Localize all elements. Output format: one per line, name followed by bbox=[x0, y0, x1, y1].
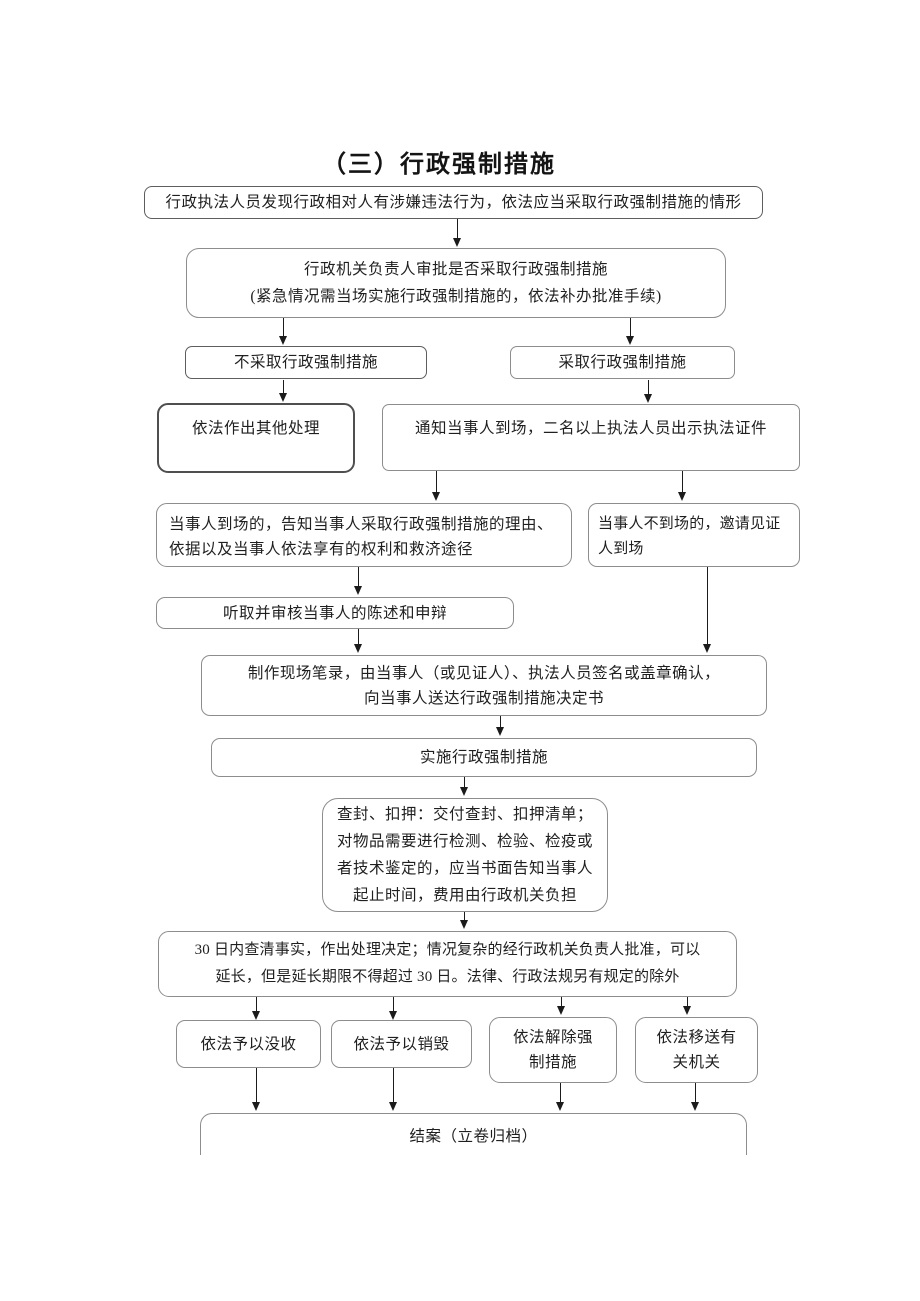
arrow-implement-to-seizure bbox=[460, 777, 469, 796]
flow-node-destroy: 依法予以销毁 bbox=[331, 1020, 472, 1068]
flow-node-no-measures-text: 不采取行政强制措施 bbox=[233, 354, 378, 371]
flow-node-seizure-line2: 对物品需要进行检测、检验、检疫或 bbox=[336, 833, 593, 850]
flow-node-seizure: 查封、扣押：交付查封、扣押清单； 对物品需要进行检测、检验、检疫或 者技术鉴定的… bbox=[322, 798, 608, 912]
arrow-seizure-to-decision bbox=[460, 912, 469, 929]
flow-node-transfer: 依法移送有 关机关 bbox=[635, 1017, 758, 1083]
arrow-lift-to-close bbox=[556, 1083, 565, 1111]
arrow-decision-to-lift bbox=[557, 997, 566, 1015]
flow-node-other-handling-text: 依法作出其他处理 bbox=[191, 420, 320, 437]
flow-node-seizure-line3: 者技术鉴定的，应当书面告知当事人 bbox=[336, 860, 593, 877]
arrow-decision-to-confiscate bbox=[252, 997, 261, 1020]
arrow-approval-to-no-measures bbox=[279, 318, 288, 345]
flow-node-take-measures-text: 采取行政强制措施 bbox=[558, 354, 687, 371]
flow-node-seizure-line4: 起止时间，费用由行政机关负担 bbox=[352, 887, 577, 904]
arrow-approval-to-take-measures bbox=[626, 318, 635, 345]
flow-node-hear-statement: 听取并审核当事人的陈述和申辩 bbox=[156, 597, 514, 629]
flow-node-approval: 行政机关负责人审批是否采取行政强制措施 (紧急情况需当场实施行政强制措施的，依法… bbox=[186, 248, 726, 318]
arrow-destroy-to-close bbox=[389, 1068, 398, 1111]
flow-node-notify-party: 通知当事人到场，二名以上执法人员出示执法证件 bbox=[382, 404, 800, 471]
flow-node-confiscate: 依法予以没收 bbox=[176, 1020, 321, 1068]
flow-node-seizure-line1: 查封、扣押：交付查封、扣押清单； bbox=[336, 806, 593, 823]
flow-node-site-record-line1: 制作现场笔录，由当事人（或见证人）、执法人员签名或盖章确认， bbox=[247, 664, 721, 682]
arrow-decision-to-destroy bbox=[389, 997, 398, 1020]
arrow-party-present-to-hear bbox=[354, 567, 363, 595]
flow-node-approval-line1: 行政机关负责人审批是否采取行政强制措施 bbox=[303, 261, 608, 278]
flow-node-party-absent: 当事人不到场的，邀请见证 人到场 bbox=[588, 503, 800, 567]
flow-node-destroy-text: 依法予以销毁 bbox=[353, 1035, 450, 1053]
flow-node-hear-statement-text: 听取并审核当事人的陈述和申辩 bbox=[222, 604, 447, 622]
arrow-hear-to-record bbox=[354, 629, 363, 653]
flow-node-party-absent-line2: 人到场 bbox=[598, 541, 644, 557]
arrow-notify-to-party-absent bbox=[678, 471, 687, 501]
page-title: （三）行政强制措施 bbox=[322, 152, 556, 178]
flow-node-lift-measures: 依法解除强 制措施 bbox=[489, 1017, 617, 1083]
flow-node-transfer-line2: 关机关 bbox=[672, 1054, 721, 1071]
flow-node-decision-30days-line2: 延长，但是延长期限不得超过 30 日。法律、行政法规另有规定的除外 bbox=[215, 969, 680, 985]
flow-node-start-text: 行政执法人员发现行政相对人有涉嫌违法行为，依法应当采取行政强制措施的情形 bbox=[165, 194, 742, 211]
arrow-transfer-to-close bbox=[691, 1083, 700, 1111]
flow-node-lift-measures-line1: 依法解除强 bbox=[512, 1029, 593, 1046]
flow-node-party-present: 当事人到场的，告知当事人采取行政强制措施的理由、 依据以及当事人依法享有的权利和… bbox=[156, 503, 572, 567]
flow-node-close-case: 结案（立卷归档） bbox=[200, 1113, 747, 1155]
flow-node-transfer-line1: 依法移送有 bbox=[656, 1029, 737, 1046]
flow-node-implement: 实施行政强制措施 bbox=[211, 738, 757, 777]
flow-node-notify-party-text: 通知当事人到场，二名以上执法人员出示执法证件 bbox=[414, 420, 767, 437]
arrow-party-absent-to-record bbox=[703, 567, 712, 653]
flow-node-lift-measures-line2: 制措施 bbox=[528, 1054, 577, 1071]
flow-node-party-present-line2: 依据以及当事人依法享有的权利和救济途径 bbox=[169, 541, 474, 558]
flow-node-other-handling: 依法作出其他处理 bbox=[157, 403, 355, 473]
flow-node-take-measures: 采取行政强制措施 bbox=[510, 346, 735, 379]
flow-node-confiscate-text: 依法予以没收 bbox=[200, 1035, 297, 1053]
flow-node-site-record: 制作现场笔录，由当事人（或见证人）、执法人员签名或盖章确认， 向当事人送达行政强… bbox=[201, 655, 767, 716]
flow-node-start: 行政执法人员发现行政相对人有涉嫌违法行为，依法应当采取行政强制措施的情形 bbox=[144, 186, 763, 219]
arrow-notify-to-party-present bbox=[432, 471, 441, 501]
flow-node-approval-line2: (紧急情况需当场实施行政强制措施的，依法补办批准手续) bbox=[250, 288, 662, 305]
flow-node-no-measures: 不采取行政强制措施 bbox=[185, 346, 427, 379]
flow-node-party-present-line1: 当事人到场的，告知当事人采取行政强制措施的理由、 bbox=[169, 516, 554, 533]
flow-node-party-absent-line1: 当事人不到场的，邀请见证 bbox=[598, 516, 781, 532]
arrow-confiscate-to-close bbox=[252, 1068, 261, 1111]
flow-node-close-case-text: 结案（立卷归档） bbox=[409, 1128, 538, 1145]
arrow-decision-to-transfer bbox=[683, 997, 692, 1015]
arrow-no-measures-to-other-handling bbox=[279, 380, 288, 402]
flow-node-decision-30days: 30 日内查清事实，作出处理决定；情况复杂的经行政机关负责人批准，可以 延长，但… bbox=[158, 931, 737, 997]
flow-node-site-record-line2: 向当事人送达行政强制措施决定书 bbox=[363, 689, 604, 707]
arrow-take-measures-to-notify bbox=[644, 380, 653, 403]
flow-node-implement-text: 实施行政强制措施 bbox=[419, 749, 548, 766]
arrow-start-to-approval bbox=[453, 219, 462, 247]
arrow-record-to-implement bbox=[496, 716, 505, 736]
flow-node-decision-30days-line1: 30 日内查清事实，作出处理决定；情况复杂的经行政机关负责人批准，可以 bbox=[194, 942, 701, 958]
